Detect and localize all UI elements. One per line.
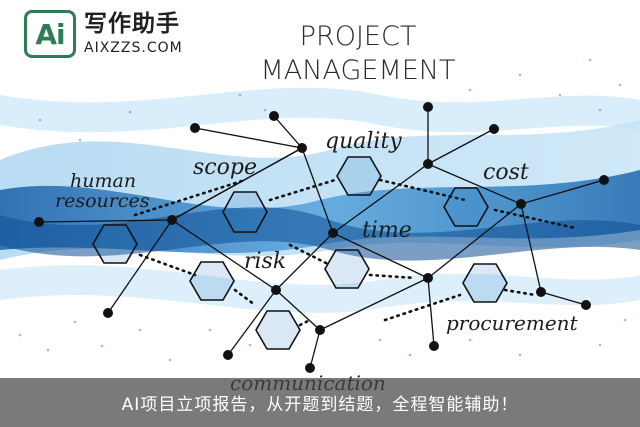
banner-text: AI项目立项报告，从开题到结题，全程智能辅助！ [121, 395, 519, 415]
brand-name: 写作助手 [84, 11, 180, 37]
hexagon-icon [255, 310, 301, 350]
ai-logo-icon: Ai [24, 10, 76, 58]
title-line-2: MANAGEMENT [260, 55, 456, 86]
label-human: human [70, 170, 136, 192]
brand-header: Ai 写作助手 AIXZZS.COM [24, 10, 183, 58]
hexagon-icon [336, 156, 382, 196]
wave-background [0, 87, 640, 313]
hexagon-nodes [92, 156, 508, 350]
label-time: time [362, 218, 412, 243]
hexagon-icon [462, 263, 508, 303]
label-cost: cost [483, 160, 529, 185]
label-procurement: procurement [446, 311, 579, 335]
network-nodes [34, 102, 609, 373]
hexagon-icon [443, 187, 489, 227]
particle-dots [18, 58, 627, 362]
hexagon-icon [189, 261, 235, 301]
label-risk: risk [244, 249, 286, 274]
hexagon-icon [92, 224, 138, 264]
brand-site: AIXZZS.COM [84, 40, 183, 56]
page-title: PROJECT MANAGEMENT [258, 20, 458, 88]
caption-banner: AI项目立项报告，从开题到结题，全程智能辅助！ [0, 378, 640, 427]
hexagon-icon [222, 191, 268, 233]
hexagon-icon [324, 249, 370, 289]
brand-text: 写作助手 AIXZZS.COM [84, 10, 183, 56]
label-resources: resources [55, 190, 150, 212]
title-line-1: PROJECT [299, 21, 417, 52]
label-scope: scope [193, 155, 257, 180]
network-lines [38, 107, 605, 369]
label-quality: quality [325, 129, 402, 154]
